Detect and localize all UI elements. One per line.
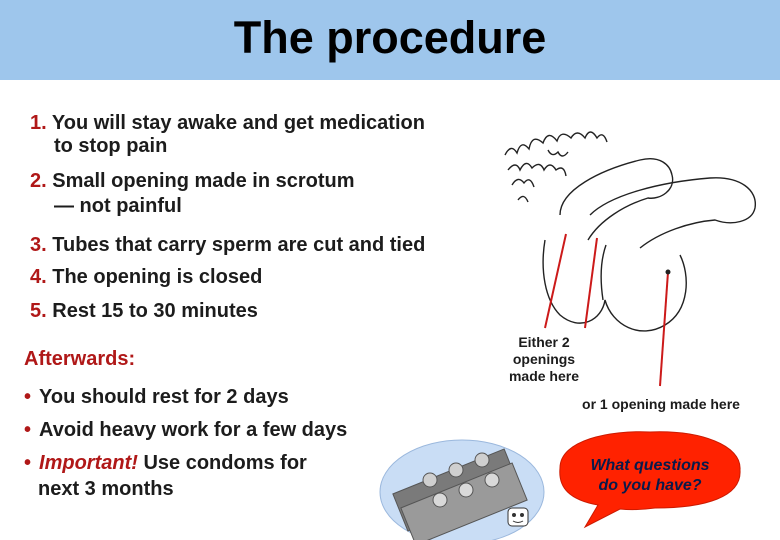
penis-outline-left: [559, 158, 674, 241]
opening-marker: [665, 269, 671, 275]
step-text: The opening is closed: [52, 266, 263, 288]
pointer-line-right: [659, 271, 669, 387]
bullet-text-continued: next 3 months: [38, 478, 174, 500]
afterwards-title: Afterwards:: [24, 348, 136, 370]
label-two-openings: Either 2 openings made here: [498, 334, 590, 385]
step-2: 2. Small opening made in scrotum — not p…: [30, 170, 355, 218]
condom-packets: [392, 448, 528, 540]
scrotum-outline: [542, 239, 687, 332]
question-bubble: [559, 431, 741, 529]
question-text: What questions do you have?: [580, 456, 720, 496]
page-title: The procedure: [233, 12, 547, 63]
bullet-text: Avoid heavy work for a few days: [39, 419, 348, 441]
step-4: 4. The opening is closed: [30, 266, 262, 289]
cartoon-face: [507, 507, 529, 527]
bullet-text: You should rest for 2 days: [39, 386, 289, 408]
afterwards-bullet: • You should rest for 2 days: [24, 386, 289, 409]
title-bar: [0, 0, 780, 80]
label-line: Either 2: [518, 334, 570, 350]
pointer-line-mid: [584, 237, 598, 329]
step-number: 1.: [30, 112, 47, 134]
label-one-opening: or 1 opening made here: [582, 396, 740, 412]
afterwards-bullet: • Avoid heavy work for a few days: [24, 419, 347, 442]
step-1: 1. You will stay awake and get medicatio…: [30, 112, 425, 158]
bullet-dot: •: [24, 386, 32, 408]
pointer-line-left: [544, 233, 567, 329]
step-text: You will stay awake and get medication: [51, 112, 425, 134]
step-text: Tubes that carry sperm are cut and tied: [52, 234, 426, 256]
bullet-text: Use condoms for: [137, 452, 307, 474]
step-text-continued: — not painful: [54, 195, 182, 217]
step-text-continued: to stop pain: [54, 135, 168, 157]
hair-scribble: [504, 131, 608, 203]
question-line: What questions: [590, 457, 710, 474]
label-line: openings: [512, 351, 576, 367]
step-number: 3.: [30, 234, 47, 256]
step-number: 4.: [30, 266, 47, 288]
bullet-emphasis: Important!: [39, 452, 138, 474]
penis-outline-right: [589, 177, 756, 249]
label-line: made here: [508, 368, 580, 384]
afterwards-bullet: • Important! Use condoms for next 3 month…: [24, 452, 307, 501]
step-text: Small opening made in scrotum: [52, 170, 355, 192]
step-number: 5.: [30, 300, 47, 322]
step-number: 2.: [30, 170, 47, 192]
bullet-dot: •: [24, 419, 32, 441]
bullet-dot: •: [24, 452, 32, 474]
step-5: 5. Rest 15 to 30 minutes: [30, 300, 258, 323]
step-text: Rest 15 to 30 minutes: [52, 300, 258, 322]
step-3: 3. Tubes that carry sperm are cut and ti…: [30, 234, 425, 257]
question-line: do you have?: [598, 477, 702, 494]
